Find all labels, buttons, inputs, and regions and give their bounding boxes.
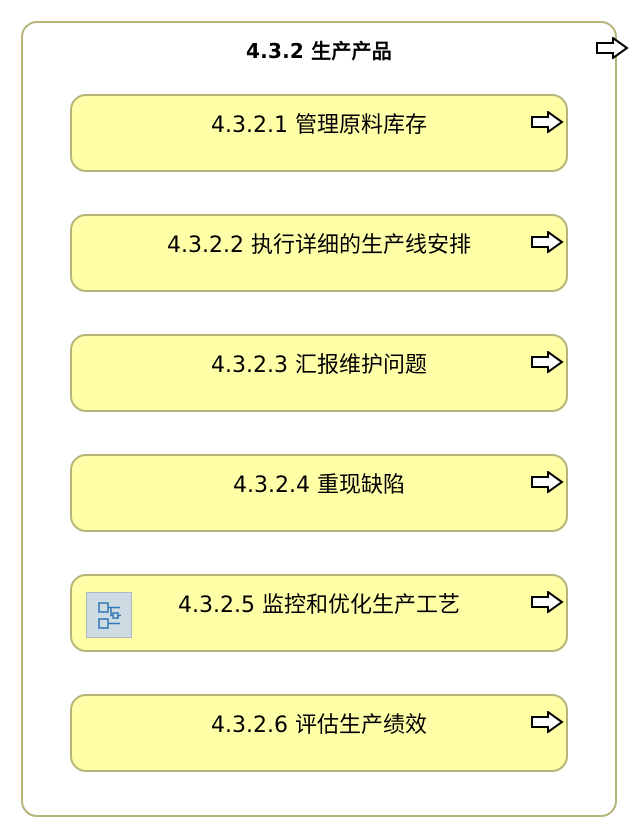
capability-container-4-3-2[interactable]: 4.3.2 生产产品 4.3.2.1 管理原料库存 4.3.2.2 执行详细的生… — [21, 21, 629, 817]
card-label: 4.3.2.4 重现缺陷 — [233, 473, 405, 498]
card-label: 4.3.2.1 管理原料库存 — [211, 113, 427, 138]
outline-right-arrow-icon[interactable] — [530, 351, 564, 373]
outline-right-arrow-icon[interactable] — [530, 711, 564, 733]
capability-card-4-3-2-2[interactable]: 4.3.2.2 执行详细的生产线安排 — [70, 214, 568, 292]
card-label: 4.3.2.2 执行详细的生产线安排 — [167, 233, 471, 258]
outline-right-arrow-icon[interactable] — [530, 111, 564, 133]
outline-right-arrow-icon[interactable] — [530, 231, 564, 253]
outline-right-arrow-icon[interactable] — [595, 37, 629, 59]
card-label: 4.3.2.3 汇报维护问题 — [211, 353, 427, 378]
outline-right-arrow-icon[interactable] — [530, 591, 564, 613]
card-label: 4.3.2.5 监控和优化生产工艺 — [178, 593, 460, 618]
process-hierarchy-icon — [86, 592, 132, 638]
capability-card-4-3-2-3[interactable]: 4.3.2.3 汇报维护问题 — [70, 334, 568, 412]
container-title: 4.3.2 生产产品 — [246, 39, 392, 63]
outline-right-arrow-icon[interactable] — [530, 471, 564, 493]
capability-card-4-3-2-4[interactable]: 4.3.2.4 重现缺陷 — [70, 454, 568, 532]
capability-card-4-3-2-1[interactable]: 4.3.2.1 管理原料库存 — [70, 94, 568, 172]
capability-card-4-3-2-5[interactable]: 4.3.2.5 监控和优化生产工艺 — [70, 574, 568, 652]
capability-card-4-3-2-6[interactable]: 4.3.2.6 评估生产绩效 — [70, 694, 568, 772]
card-label: 4.3.2.6 评估生产绩效 — [211, 713, 427, 738]
